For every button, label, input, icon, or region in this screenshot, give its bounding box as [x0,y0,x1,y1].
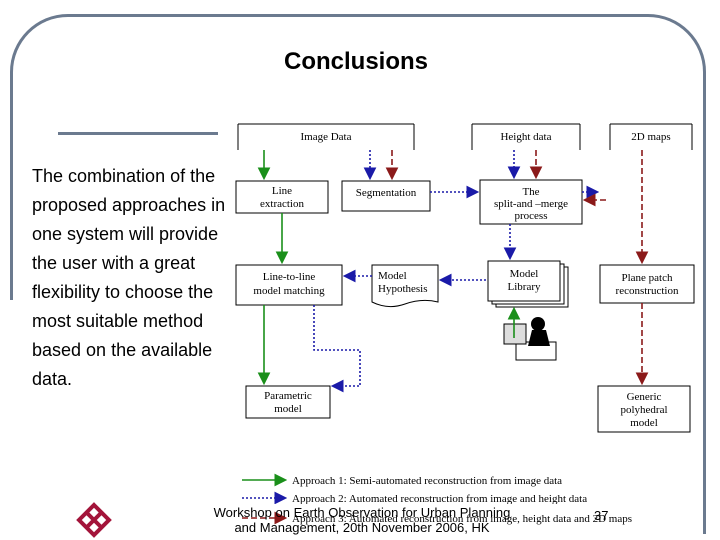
legend-approach3-line: Approach 3: Automated reconstruction fro… [242,511,632,525]
slide-title: Conclusions [283,48,428,75]
legend: Approach 1: Semi-automated reconstructio… [242,473,587,504]
node-segmentation: Segmentation [341,180,431,212]
svg-text:Generic: Generic [627,391,662,403]
svg-text:Model: Model [510,268,539,280]
svg-text:reconstruction: reconstruction [616,285,679,297]
node-generic: Generic polyhedral model [597,385,691,433]
node-model-library: Model Library [487,260,569,308]
university-logo-icon [76,502,112,538]
svg-text:extraction: extraction [260,198,304,210]
approach2-arrows [313,150,600,393]
svg-text:Library: Library [508,281,541,293]
workflow-diagram: Image Data Height data 2D maps Line extr… [235,123,695,504]
svg-text:model: model [274,403,302,415]
slide-frame [10,14,706,534]
svg-text:Plane patch: Plane patch [621,272,673,284]
body-text: The combination of the proposed approach… [32,166,226,389]
node-model-hypothesis: Model Hypothesis [371,264,439,308]
svg-text:Model: Model [378,270,407,282]
svg-text:The: The [522,186,539,198]
approach3-arrows [385,150,649,386]
footer: Workshop on Earth Observation for Urban … [192,505,532,535]
svg-text:polyhedral: polyhedral [620,404,667,416]
node-line-extraction: Line extraction [235,180,329,214]
legend-approach1: Approach 1: Semi-automated reconstructio… [292,475,562,487]
legend-approach3: Approach 3: Automated reconstruction fro… [292,513,632,525]
svg-text:Segmentation: Segmentation [356,187,417,199]
footer-line1: Workshop on Earth Observation for Urban … [213,505,511,520]
page-number: 37 [594,508,609,523]
input-height-data: Height data [471,123,581,150]
approach1-arrows [257,150,521,386]
operator-computer-icon [503,317,557,361]
title-underline [58,132,218,135]
footer-line2: and Management, 20th November 2006, HK [234,520,490,535]
input-image-data-label: Image Data [301,131,352,143]
input-image-data: Image Data [237,123,415,150]
svg-text:model matching: model matching [253,285,325,297]
svg-text:Hypothesis: Hypothesis [378,283,428,295]
svg-text:Line: Line [272,185,292,197]
svg-text:split-and –merge: split-and –merge [494,198,568,210]
node-split-merge: The split-and –merge process [479,179,583,225]
node-line-to-line: Line-to-line model matching [235,264,343,306]
svg-text:process: process [515,210,548,222]
input-2d-maps-label: 2D maps [631,131,670,143]
svg-text:Parametric: Parametric [264,390,312,402]
node-plane-patch: Plane patch reconstruction [599,264,695,304]
node-parametric: Parametric model [245,385,331,419]
input-height-data-label: Height data [500,131,551,143]
legend-approach2: Approach 2: Automated reconstruction fro… [292,493,587,504]
input-2d-maps: 2D maps [609,123,693,150]
svg-text:model: model [630,417,658,429]
svg-text:Line-to-line: Line-to-line [263,271,316,283]
